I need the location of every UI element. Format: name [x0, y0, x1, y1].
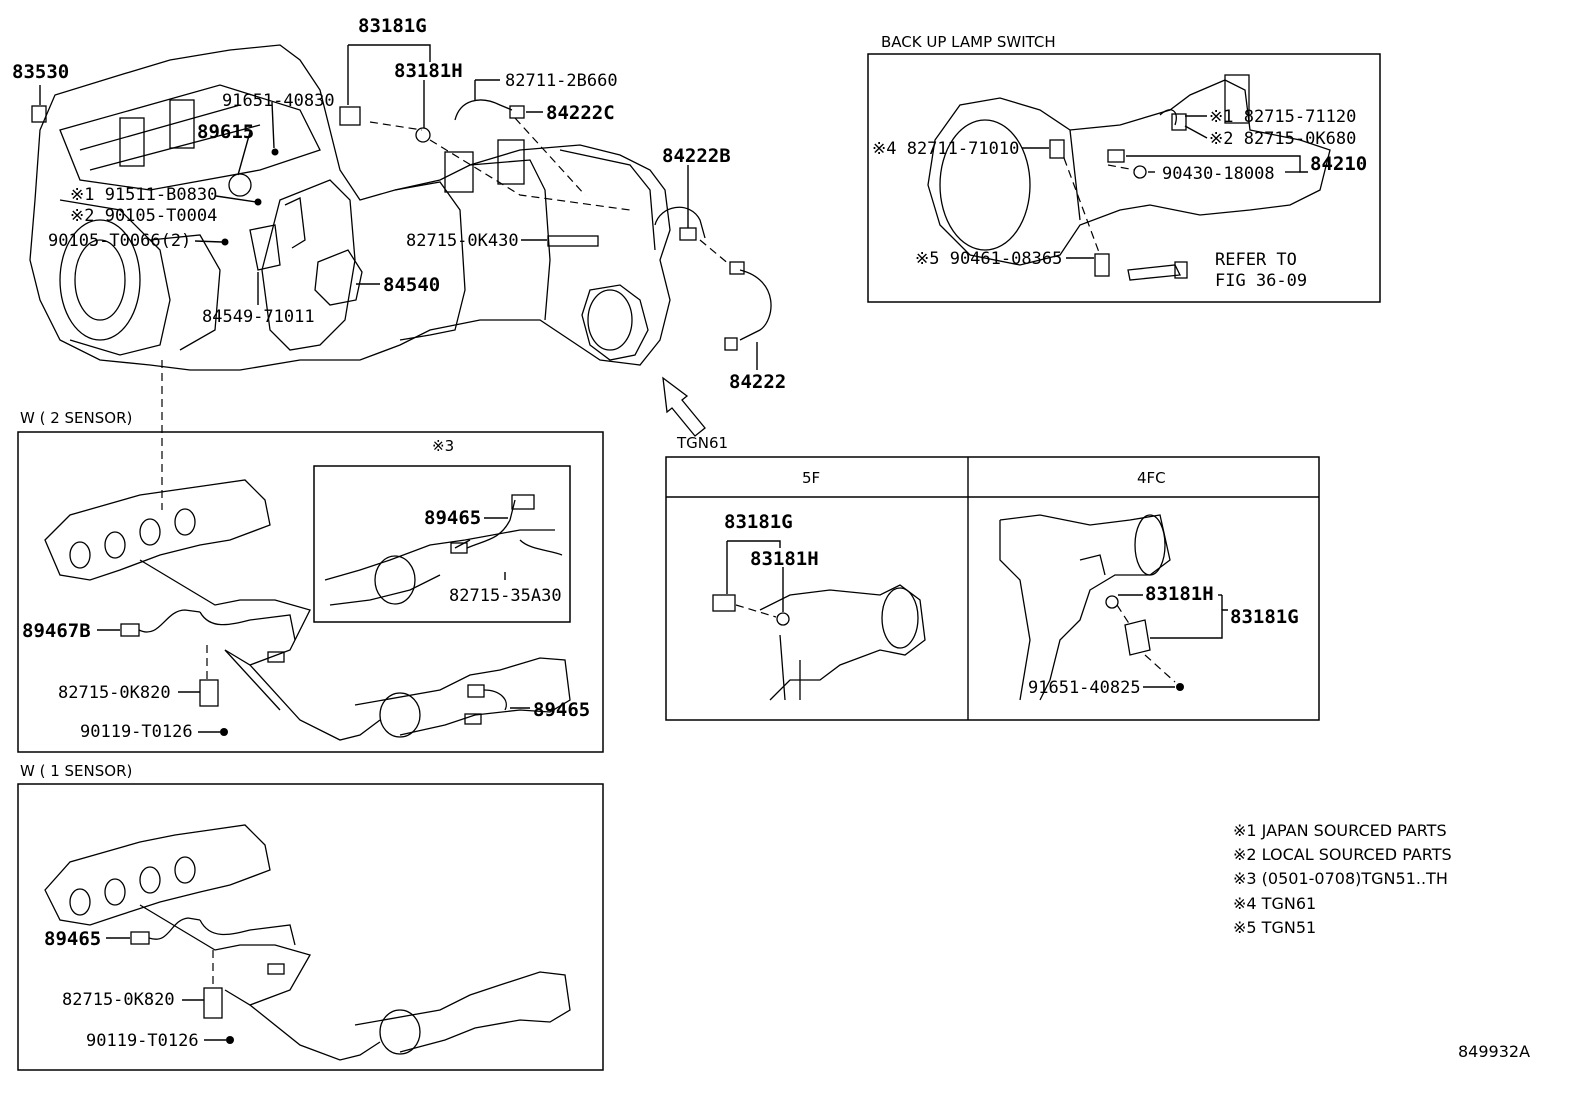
- label-83530: 83530: [12, 61, 69, 83]
- label-84222: 84222: [729, 371, 786, 393]
- label-84540: 84540: [383, 274, 440, 296]
- note-5: ※5 TGN51: [1233, 918, 1316, 937]
- switch-83181G-icon: [339, 106, 361, 126]
- label-tgn61: TGN61: [676, 434, 728, 452]
- bolt-icon: [271, 148, 279, 156]
- bolt-91651-icon: [1176, 683, 1184, 691]
- note-4: ※4 TGN61: [1233, 894, 1316, 913]
- sensor-84222-wire: [739, 269, 772, 341]
- backup-lamp-switch-panel: BACK UP LAMP SWITCH ※1 82715-71120 ※2 82…: [867, 33, 1381, 303]
- gasket-90430-icon: [1133, 165, 1147, 179]
- part-89615-icon: [228, 173, 252, 197]
- gasket-83181H-icon: [415, 127, 431, 143]
- main-labels: 83530 83181G 83181H 91651-40830 82711-2B…: [12, 15, 786, 452]
- sensor-84222-icon: [729, 261, 745, 275]
- label-82715-0K430: 82715-0K430: [406, 231, 519, 251]
- footnotes: ※1 JAPAN SOURCED PARTS ※2 LOCAL SOURCED …: [1233, 821, 1452, 937]
- variant-col-4fc: 4FC: [1137, 469, 1166, 487]
- sensor-84222B-wire: [654, 206, 706, 239]
- label-4fc-91651-40825: 91651-40825: [1028, 678, 1141, 698]
- bolt-90119-icon: [226, 1036, 234, 1044]
- w2-sensor-panel: W ( 2 SENSOR) ※3: [17, 409, 604, 753]
- view-arrow-icon: [662, 376, 706, 437]
- switch-83181G-4fc-icon: [1124, 619, 1151, 656]
- w2-panel-title: W ( 2 SENSOR): [20, 409, 132, 427]
- label-90119-T0126: 90119-T0126: [86, 1031, 199, 1051]
- sensor-84222B-icon: [679, 227, 697, 241]
- variant-table: 5F 4FC 83181G 83181H 83181H 83181G 91651…: [665, 456, 1320, 721]
- label-91511-B0830: ※1 91511-B0830: [70, 185, 217, 205]
- sensor-89465-icon: [130, 931, 150, 945]
- switch-84210-icon: [1107, 149, 1125, 163]
- bracket-82715-0K820-icon: [203, 987, 223, 1019]
- bolt-refer-icon: [1127, 264, 1182, 281]
- label-90105-T0004: ※2 90105-T0004: [70, 206, 217, 226]
- label-82715-0K820: 82715-0K820: [62, 990, 175, 1010]
- label-83181G: 83181G: [358, 15, 427, 37]
- bolt-icon: [254, 198, 262, 206]
- note-3: ※3 (0501-0708)TGN51..TH: [1233, 869, 1448, 888]
- gasket-83181H-5f-icon: [776, 612, 790, 626]
- engine-transmission-illustration: [29, 44, 671, 371]
- label-89615: 89615: [197, 121, 254, 143]
- sensor-84222C-wire: [454, 99, 513, 121]
- label-90119-T0126: 90119-T0126: [80, 722, 193, 742]
- main-small-parts: [31, 99, 772, 351]
- inset-box: [313, 465, 571, 623]
- note-1: ※1 JAPAN SOURCED PARTS: [1233, 821, 1447, 840]
- sensor-89467B-icon: [120, 623, 140, 637]
- gasket-83181H-4fc-icon: [1105, 595, 1119, 609]
- label-89467B: 89467B: [22, 620, 91, 642]
- label-89465: 89465: [533, 699, 590, 721]
- label-82711-71010: ※4 82711-71010: [872, 139, 1019, 159]
- bracket-82715-0K820-icon: [199, 679, 219, 707]
- label-89465-inset: 89465: [424, 507, 481, 529]
- label-5f-83181H: 83181H: [750, 548, 819, 570]
- backup-panel-title: BACK UP LAMP SWITCH: [881, 33, 1056, 51]
- sensor-84222C-icon: [509, 105, 525, 119]
- label-84210: 84210: [1310, 153, 1367, 175]
- label-5f-83181G: 83181G: [724, 511, 793, 533]
- label-4fc-83181G: 83181G: [1230, 606, 1299, 628]
- label-82711-2B660: 82711-2B660: [505, 71, 618, 91]
- label-91651-40830: 91651-40830: [222, 91, 335, 111]
- label-89465: 89465: [44, 928, 101, 950]
- label-84549-71011: 84549-71011: [202, 307, 315, 327]
- label-83181H: 83181H: [394, 60, 463, 82]
- label-82715-0K820: 82715-0K820: [58, 683, 171, 703]
- label-refer-to: REFER TO: [1215, 250, 1297, 270]
- label-90461-08365: ※5 90461-08365: [915, 249, 1062, 269]
- label-refer-fig: FIG 36-09: [1215, 271, 1307, 291]
- switch-82711-71010-icon: [1049, 139, 1065, 159]
- w1-sensor-panel: W ( 1 SENSOR) 89465 82715-0K820 90119-T0…: [17, 762, 604, 1071]
- label-82715-35A30: 82715-35A30: [449, 586, 562, 606]
- label-4fc-83181H: 83181H: [1145, 583, 1214, 605]
- inset-label: ※3: [432, 437, 454, 455]
- label-82715-0K680: ※2 82715-0K680: [1209, 129, 1356, 149]
- label-84222C: 84222C: [546, 102, 615, 124]
- main-leader-lines: [39, 44, 758, 510]
- label-82715-71120: ※1 82715-71120: [1209, 107, 1356, 127]
- bolt-icon: [221, 238, 229, 246]
- w1-panel-title: W ( 1 SENSOR): [20, 762, 132, 780]
- bolt-90119-icon: [220, 728, 228, 736]
- sensor-84222-plug-icon: [724, 337, 738, 351]
- variant-col-5f: 5F: [802, 469, 820, 487]
- label-90105-T0066: 90105-T0066(2): [48, 231, 191, 251]
- clamp-82715-icon: [1171, 113, 1187, 131]
- label-84222B: 84222B: [662, 145, 731, 167]
- sensor-89465-icon: [467, 684, 485, 698]
- part-83530-icon: [31, 105, 47, 123]
- figure-id: 849932A: [1458, 1042, 1530, 1061]
- switch-83181G-5f-icon: [712, 594, 736, 612]
- bracket-90461-icon: [1094, 253, 1110, 277]
- note-2: ※2 LOCAL SOURCED PARTS: [1233, 845, 1452, 864]
- clamp-82715-0K430-icon: [547, 235, 599, 247]
- label-90430-18008: 90430-18008: [1162, 164, 1275, 184]
